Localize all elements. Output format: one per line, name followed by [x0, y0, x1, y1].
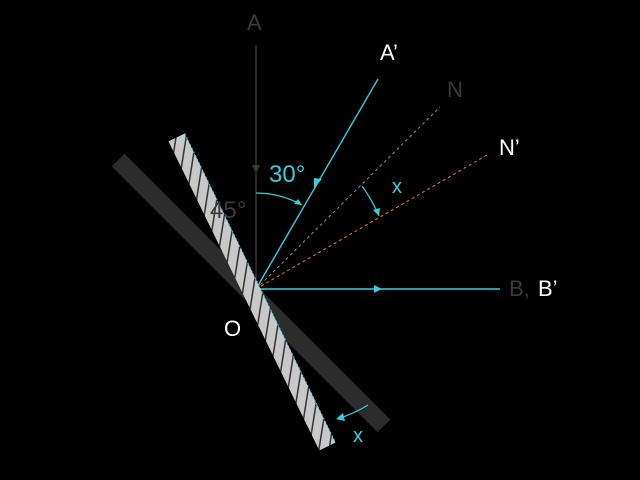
- ray-a-arrow: [252, 165, 260, 173]
- label-angle-x-bottom: x: [353, 425, 363, 447]
- label-angle-45: 45°: [210, 197, 246, 224]
- normal-n: [255, 106, 441, 290]
- label-o: O: [224, 316, 241, 341]
- label-n-prime: N’: [499, 135, 520, 160]
- label-a-prime: A’: [380, 40, 398, 65]
- ray-b-arrow: [374, 285, 382, 293]
- normal-n-prime: [255, 154, 488, 290]
- label-angle-30: 30°: [269, 161, 305, 188]
- arc-x-bottom-arrow: [336, 413, 345, 421]
- label-b: B,: [509, 276, 530, 301]
- label-angle-x-top: x: [392, 176, 402, 198]
- ray-a-prime-arrow: [314, 178, 322, 188]
- label-a: A: [247, 10, 262, 35]
- rotated-mirror: [168, 133, 336, 451]
- label-n: N: [447, 77, 463, 102]
- arc-x-top-arrow: [373, 208, 380, 216]
- arc-30-arrow: [294, 199, 302, 205]
- label-b-prime: B’: [538, 276, 558, 301]
